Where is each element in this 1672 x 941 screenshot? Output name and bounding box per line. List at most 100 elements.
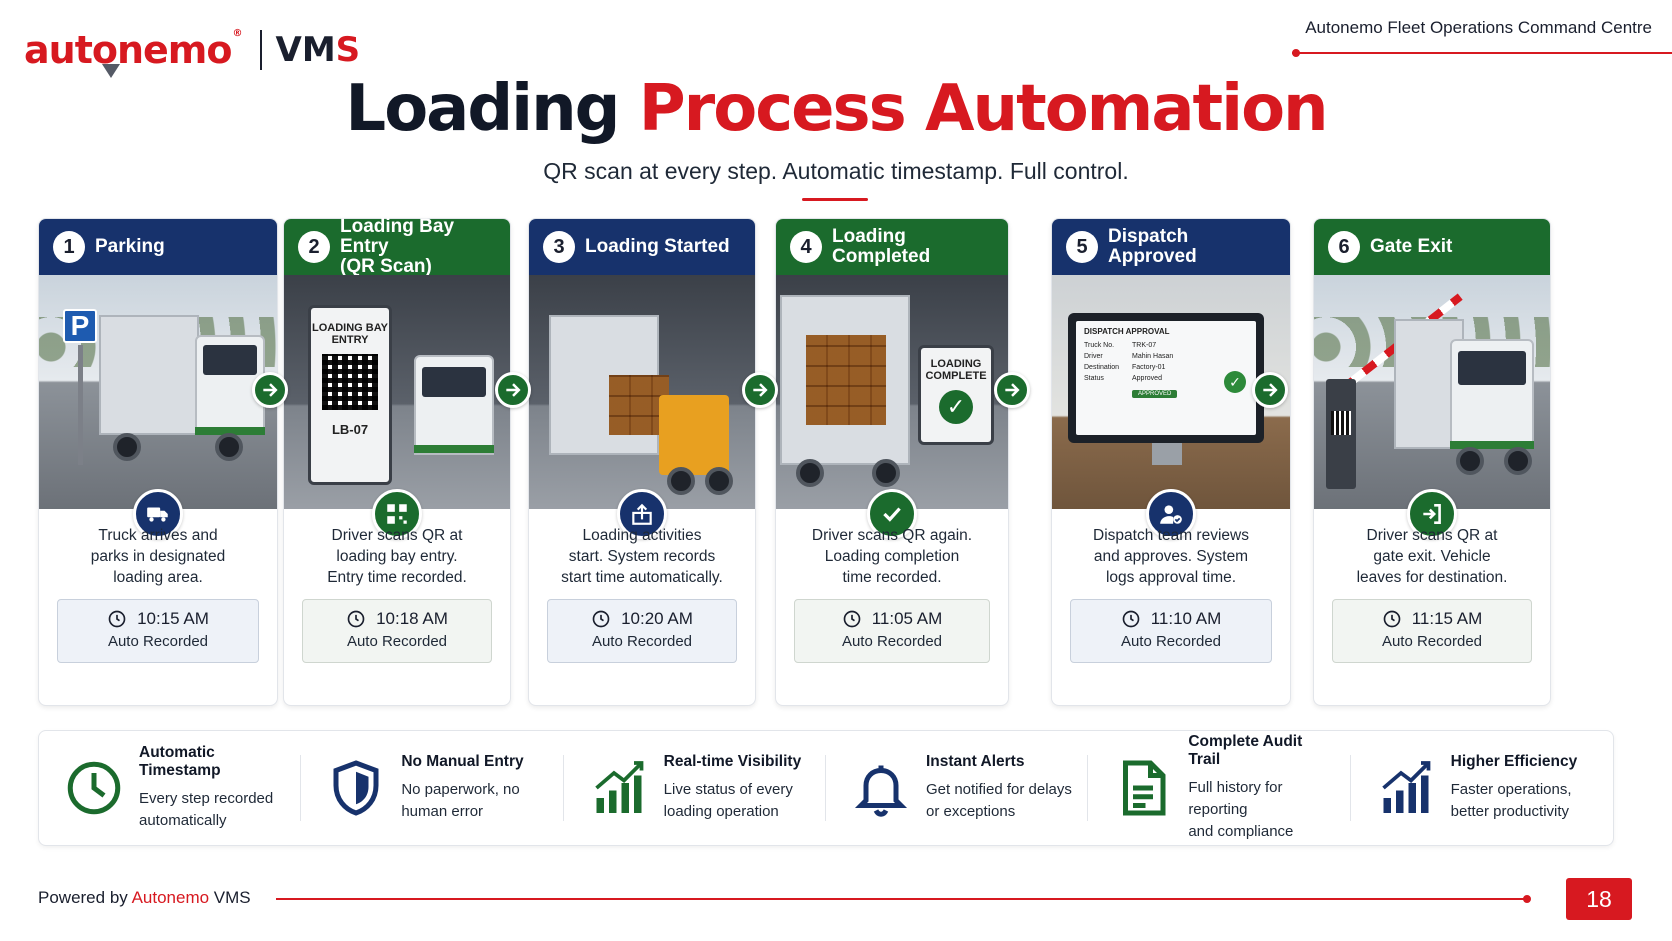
feature-title: No Manual Entry: [401, 753, 524, 770]
step-title: Loading Started: [585, 236, 730, 257]
step-number: 6: [1328, 231, 1360, 263]
document-icon: [1112, 757, 1174, 819]
step-title: Loading Completed: [832, 226, 931, 267]
dispatch-approval-screen: DISPATCH APPROVAL Truck No.TRK-07 Driver…: [1076, 321, 1256, 435]
screen-field-value: Mahin Hasan: [1132, 353, 1174, 360]
desc-line: start. System records: [568, 548, 716, 565]
timestamp-box: 11:15 AM Auto Recorded: [1332, 599, 1532, 663]
step-number: 5: [1066, 231, 1098, 263]
step-header: 1 Parking: [39, 219, 277, 275]
feature-desc-line: automatically: [139, 812, 227, 829]
timestamp-value: 10:15 AM: [137, 609, 209, 628]
check-icon: ✓: [939, 390, 973, 424]
step-description: Truck arrives and parks in designated lo…: [49, 525, 267, 588]
sign-text: LOADING: [930, 358, 982, 370]
step-title: Dispatch Approved: [1108, 226, 1197, 267]
step-title: Gate Exit: [1370, 236, 1453, 257]
logo-product: VMS: [276, 30, 361, 70]
qr-code-icon: [1331, 411, 1351, 435]
logo-divider: [259, 30, 262, 70]
exit-icon: [1407, 489, 1457, 539]
feature-real-time-visibility: Real-time Visibility Live status of ever…: [564, 731, 827, 845]
step-description: Driver scans QR at loading bay entry. En…: [294, 525, 500, 588]
header-context: Autonemo Fleet Operations Command Centre: [1292, 18, 1672, 57]
sign-text: LOADING BAY: [312, 322, 388, 334]
footer-brand: Autonemo: [131, 888, 210, 907]
shield-icon: [325, 757, 387, 819]
timestamp-value: 11:10 AM: [1150, 609, 1222, 628]
desc-line: loading area.: [113, 569, 203, 586]
feature-desc-line: loading operation: [663, 803, 779, 820]
screen-field-label: Driver: [1084, 353, 1103, 360]
timestamp-box: 11:10 AM Auto Recorded: [1070, 599, 1272, 663]
timestamp-box: 10:18 AM Auto Recorded: [302, 599, 492, 663]
timestamp-status: Auto Recorded: [107, 633, 209, 650]
feature-title: Higher Efficiency: [1450, 753, 1578, 770]
logo-product-text: VM: [275, 30, 336, 70]
feature-desc-line: Live status of every: [663, 781, 793, 798]
step-card-parking: 1 Parking P Truck arrives and parks in d…: [38, 218, 278, 706]
check-icon: [867, 489, 917, 539]
desc-line: Entry time recorded.: [327, 569, 467, 586]
process-steps: 1 Parking P Truck arrives and parks in d…: [38, 217, 1614, 706]
step-title-line: (QR Scan): [340, 256, 432, 277]
desc-line: Dispatch team reviews: [1093, 527, 1249, 544]
desc-line: Driver scans QR at: [331, 527, 463, 544]
timestamp-status: Auto Recorded: [841, 633, 943, 650]
desc-line: leaves for destination.: [1356, 569, 1508, 586]
clock-icon: [1383, 610, 1401, 628]
page-title: Loading Process Automation: [0, 72, 1672, 146]
step-photo-loading: [529, 275, 755, 509]
parking-sign-icon: P: [63, 309, 97, 343]
logo-product-accent: S: [335, 30, 361, 70]
screen-heading: DISPATCH APPROVAL: [1084, 327, 1170, 336]
feature-title: Automatic Timestamp: [139, 744, 221, 779]
feature-desc-line: better productivity: [1450, 803, 1570, 820]
logo-registered-mark: ®: [232, 28, 243, 39]
logo-wordmark: autonemo®: [24, 28, 243, 78]
truck-illustration: [1394, 319, 1544, 489]
step-description: Loading activities start. System records…: [539, 525, 745, 588]
box-upload-icon: [617, 489, 667, 539]
timestamp-box: 10:15 AM Auto Recorded: [57, 599, 259, 663]
footer-suffix: VMS: [209, 888, 251, 907]
qr-code-icon: [322, 354, 378, 410]
step-title: Loading Bay Entry(QR Scan): [340, 217, 496, 277]
desc-line: Truck arrives and: [98, 527, 218, 544]
user-check-icon: [1146, 489, 1196, 539]
title-part-dark: Loading: [345, 72, 620, 146]
forklift-illustration: [659, 395, 729, 475]
timestamp-box: 10:20 AM Auto Recorded: [547, 599, 737, 663]
step-header: 6 Gate Exit: [1314, 219, 1550, 275]
step-description: Dispatch team reviews and approves. Syst…: [1062, 525, 1280, 588]
step-card-loading-bay-entry: 2 Loading Bay Entry(QR Scan) LOADING BAY…: [283, 217, 511, 706]
clock-icon: [843, 610, 861, 628]
clock-icon: [347, 610, 365, 628]
location-pin-icon: [102, 64, 120, 78]
clock-icon: [1122, 610, 1140, 628]
arrow-right-icon: [994, 372, 1030, 408]
growth-chart-icon: [1375, 757, 1437, 819]
approved-tag: APPROVED: [1132, 390, 1178, 398]
step-description: Driver scans QR again. Loading completio…: [786, 525, 998, 588]
loading-complete-sign: LOADING COMPLETE ✓: [918, 345, 994, 445]
step-card-dispatch-approved: 5 Dispatch Approved DISPATCH APPROVAL Tr…: [1051, 218, 1291, 706]
arrow-right-icon: [252, 372, 288, 408]
desc-line: Driver scans QR again.: [811, 527, 973, 544]
desc-line: time recorded.: [842, 569, 942, 586]
title-part-red: Process Automation: [638, 72, 1329, 146]
timestamp-status: Auto Recorded: [1120, 633, 1222, 650]
feature-desc-line: or exceptions: [925, 803, 1016, 820]
desc-line: loading bay entry.: [336, 548, 458, 565]
step-photo-dispatch: DISPATCH APPROVAL Truck No.TRK-07 Driver…: [1052, 275, 1290, 509]
desc-line: Loading completion: [824, 548, 960, 565]
timestamp-box: 11:05 AM Auto Recorded: [794, 599, 990, 663]
feature-desc-line: Full history for reporting: [1188, 779, 1283, 818]
clock-icon: [592, 610, 610, 628]
header-accent-line: [1292, 49, 1672, 57]
truck-icon: [133, 489, 183, 539]
logo-text: autonemo: [24, 28, 232, 72]
